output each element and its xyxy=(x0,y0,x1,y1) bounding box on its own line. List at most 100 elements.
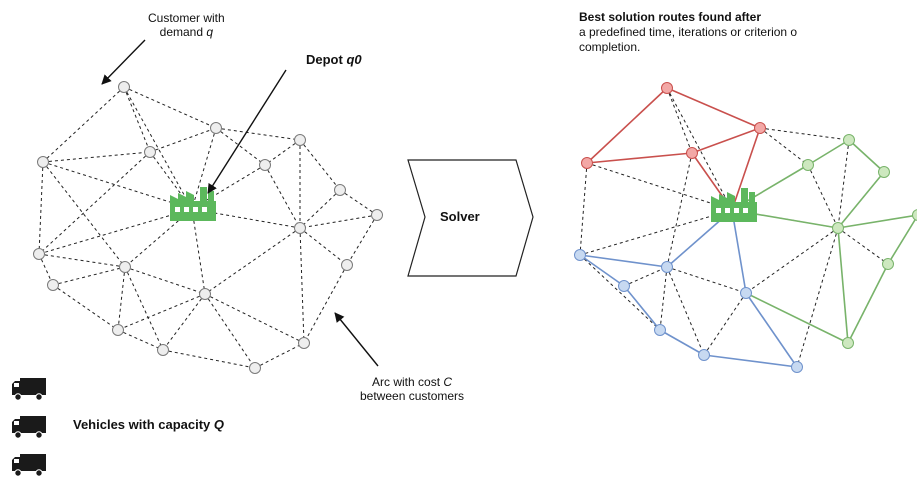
route-green-segment xyxy=(746,293,848,343)
customer-nodes-left xyxy=(34,82,383,374)
arc-edge-left xyxy=(43,152,150,162)
truck-icon-2 xyxy=(12,416,46,438)
customer-node-red xyxy=(755,123,766,134)
customer-node-left xyxy=(295,223,306,234)
arc-cost-variable: C xyxy=(443,375,452,389)
solver-label: Solver xyxy=(440,210,480,224)
customer-node-left xyxy=(335,185,346,196)
arc-edge-right xyxy=(667,267,704,355)
arc-edge-right xyxy=(704,293,746,355)
arc-edge-left xyxy=(43,162,192,209)
arc-edge-left xyxy=(340,190,377,215)
arc-edge-right xyxy=(580,255,660,330)
result-title-line2: a predefined time, iterations or criteri… xyxy=(579,25,797,39)
arc-edge-right xyxy=(808,165,838,228)
customer-node-blue xyxy=(741,288,752,299)
customer-node-left xyxy=(299,338,310,349)
arc-edge-left xyxy=(118,294,205,330)
arc-edge-left xyxy=(39,209,192,254)
arc-edge-left xyxy=(39,254,125,267)
arc-edge-left xyxy=(53,267,125,285)
route-green-segment xyxy=(838,172,884,228)
customer-node-blue xyxy=(655,325,666,336)
route-red-segment xyxy=(667,88,760,128)
arc-edge-left xyxy=(300,228,347,265)
customer-node-green xyxy=(879,167,890,178)
route-blue-segment xyxy=(704,355,797,367)
arc-edge-left xyxy=(125,267,205,294)
arc-edge-left xyxy=(205,228,300,294)
customer-node-left xyxy=(260,160,271,171)
customer-node-red xyxy=(662,83,673,94)
arc-edge-right xyxy=(660,267,667,330)
route-blue-segment xyxy=(732,210,746,293)
route-green-segment xyxy=(888,215,917,264)
arc-edge-right xyxy=(838,140,849,228)
customer-node-green xyxy=(844,135,855,146)
arc-edge-right xyxy=(760,128,849,140)
customer-demand-variable: q xyxy=(206,25,213,39)
arc-edge-left xyxy=(118,330,163,350)
customer-node-left xyxy=(38,157,49,168)
arc-annotation: Arc with cost C between customers xyxy=(360,375,464,403)
customer-node-green xyxy=(843,338,854,349)
vehicles-capacity-variable: Q xyxy=(214,417,224,432)
customer-node-blue xyxy=(699,350,710,361)
route-blue-segment xyxy=(746,293,797,367)
depot-variable: q0 xyxy=(346,52,361,67)
customer-node-left xyxy=(200,289,211,300)
arc-edge-right xyxy=(838,228,888,264)
arc-edge-left xyxy=(125,267,163,350)
arc-edge-right xyxy=(624,267,667,286)
arc-edge-left xyxy=(53,285,118,330)
arc-edge-left xyxy=(163,350,255,368)
customer-node-blue xyxy=(792,362,803,373)
arc-edge-left xyxy=(265,140,300,165)
customer-node-left xyxy=(211,123,222,134)
arc-label-line1: Arc with cost xyxy=(372,375,443,389)
customer-node-blue xyxy=(575,250,586,261)
arc-edge-left xyxy=(255,343,304,368)
arc-edge-left xyxy=(300,140,340,190)
customer-node-left xyxy=(113,325,124,336)
customer-node-blue xyxy=(619,281,630,292)
arc-edge-left xyxy=(192,209,205,294)
arc-edge-right xyxy=(580,163,587,255)
customer-node-red xyxy=(687,148,698,159)
customer-node-left xyxy=(145,147,156,158)
route-red-segment xyxy=(692,128,760,153)
route-blue-segment xyxy=(660,330,704,355)
arc-network-left xyxy=(39,87,377,368)
arc-edge-left xyxy=(39,152,150,254)
solution-routes xyxy=(580,88,917,367)
arc-edge-right xyxy=(667,88,732,210)
customer-node-left xyxy=(34,249,45,260)
customer-node-left xyxy=(120,262,131,273)
customer-node-left xyxy=(250,363,261,374)
arc-network-right xyxy=(580,88,917,367)
route-green-segment xyxy=(849,140,884,172)
customer-node-left xyxy=(372,210,383,221)
arc-edge-left xyxy=(304,265,347,343)
arc-edge-left xyxy=(163,294,205,350)
vehicles-label: Vehicles with capacity xyxy=(73,417,214,432)
truck-icon-1 xyxy=(12,378,46,400)
route-blue-segment xyxy=(624,286,660,330)
customer-node-green xyxy=(913,210,917,221)
truck-icon-3 xyxy=(12,454,46,476)
route-blue-segment xyxy=(580,255,667,267)
arc-edge-left xyxy=(124,87,192,209)
customer-node-red xyxy=(582,158,593,169)
route-red-segment xyxy=(587,153,692,163)
arc-label-line2: between customers xyxy=(360,389,464,403)
arc-edge-left xyxy=(43,87,124,162)
customer-node-left xyxy=(119,82,130,93)
arc-edge-right xyxy=(797,228,838,367)
arc-edge-right xyxy=(580,210,732,255)
depot-annotation: Depot q0 xyxy=(306,53,362,67)
depot-factory-icon-right xyxy=(711,188,757,222)
customer-annotation-arrow xyxy=(102,40,145,84)
arc-edge-left xyxy=(205,294,255,368)
